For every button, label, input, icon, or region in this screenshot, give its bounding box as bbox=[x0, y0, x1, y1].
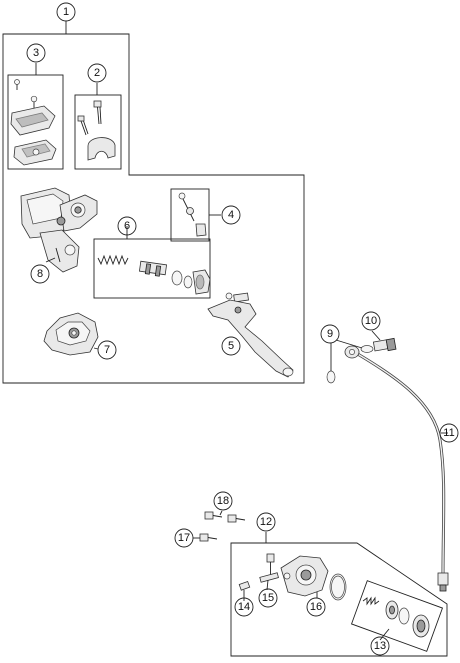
svg-text:5: 5 bbox=[228, 340, 234, 352]
leader-8 bbox=[45, 257, 56, 263]
callout-11: 11 bbox=[439, 423, 459, 443]
callout-18: 18 bbox=[213, 491, 233, 511]
svg-text:7: 7 bbox=[104, 344, 110, 356]
callout-1: 1 bbox=[56, 2, 76, 22]
subgroup-3-box bbox=[7, 74, 64, 170]
leader-9a bbox=[335, 339, 363, 349]
mounting-bolts bbox=[199, 511, 246, 542]
callout-12: 12 bbox=[256, 512, 276, 532]
svg-text:2: 2 bbox=[94, 67, 100, 79]
svg-text:9: 9 bbox=[327, 328, 333, 340]
callout-17: 17 bbox=[174, 528, 194, 548]
callout-16: 16 bbox=[306, 597, 326, 617]
leader-7 bbox=[93, 347, 99, 350]
svg-text:8: 8 bbox=[37, 268, 43, 280]
leader-10 bbox=[371, 330, 381, 341]
svg-text:6: 6 bbox=[124, 220, 130, 232]
callout-8: 8 bbox=[30, 264, 50, 284]
assembly-12-outline bbox=[230, 542, 448, 657]
hand-lever bbox=[207, 292, 294, 378]
callout-9: 9 bbox=[320, 324, 340, 344]
slave-cylinder-parts bbox=[238, 553, 444, 652]
piston-set-parts bbox=[97, 254, 211, 295]
leader-13 bbox=[379, 628, 390, 641]
callout-14: 14 bbox=[234, 597, 254, 617]
adjuster-parts bbox=[178, 192, 207, 237]
spring-pin bbox=[55, 247, 61, 263]
svg-text:11: 11 bbox=[443, 427, 454, 439]
seal-rings bbox=[326, 345, 374, 384]
svg-text:14: 14 bbox=[238, 601, 250, 613]
clutch-hose bbox=[344, 345, 449, 592]
subgroup-6-box bbox=[93, 238, 211, 299]
clamp-parts bbox=[77, 100, 116, 161]
callout-15: 15 bbox=[258, 588, 278, 608]
callout-5: 5 bbox=[221, 336, 241, 356]
reservoir-cover-parts bbox=[10, 79, 57, 166]
svg-text:17: 17 bbox=[178, 532, 190, 544]
master-cylinder-body bbox=[20, 187, 98, 273]
callout-2: 2 bbox=[87, 63, 107, 83]
assembly-1-outline bbox=[2, 33, 305, 384]
svg-text:4: 4 bbox=[228, 209, 234, 221]
callout-7: 7 bbox=[97, 340, 117, 360]
svg-text:1: 1 bbox=[63, 6, 69, 18]
callout-4: 4 bbox=[221, 205, 241, 225]
svg-text:16: 16 bbox=[310, 601, 322, 613]
svg-text:3: 3 bbox=[33, 47, 39, 59]
svg-text:12: 12 bbox=[260, 516, 272, 528]
callout-3: 3 bbox=[26, 43, 46, 63]
subgroup-2-box bbox=[74, 94, 122, 170]
callout-13: 13 bbox=[370, 636, 390, 656]
callout-6: 6 bbox=[117, 216, 137, 236]
protection-cap bbox=[43, 312, 99, 356]
callout-10: 10 bbox=[361, 311, 381, 331]
banjo-bolt bbox=[372, 337, 397, 352]
svg-text:15: 15 bbox=[262, 592, 274, 604]
svg-text:10: 10 bbox=[365, 315, 377, 327]
svg-text:13: 13 bbox=[374, 640, 386, 652]
leader-18 bbox=[219, 510, 223, 516]
svg-text:18: 18 bbox=[217, 495, 229, 507]
leader-15 bbox=[266, 579, 269, 591]
